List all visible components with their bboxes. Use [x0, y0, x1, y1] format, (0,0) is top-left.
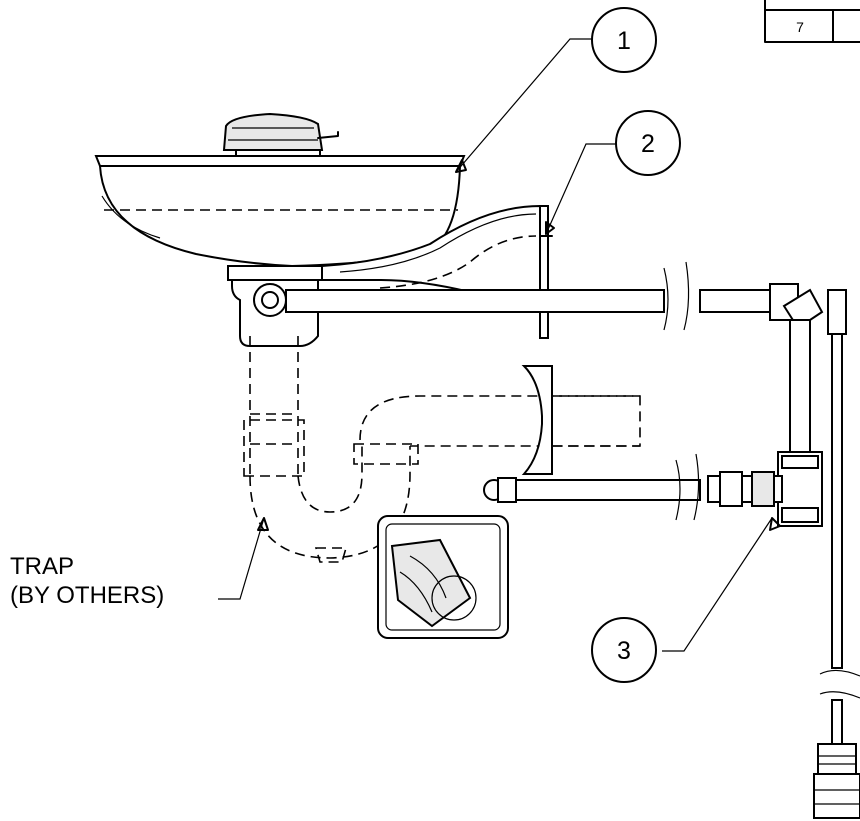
callout-2-number: 2: [641, 130, 655, 158]
trap-label: TRAP (BY OTHERS): [10, 553, 164, 609]
supply-pipe: [285, 261, 860, 819]
table-cell-text: 7: [796, 19, 804, 35]
callout-1: 1: [591, 7, 657, 73]
wall-bracket: [321, 204, 553, 339]
emergency-eyewash-sign: [377, 515, 509, 639]
parts-table-fragment: 7: [764, 0, 860, 43]
valve-assembly: [483, 451, 823, 527]
trap-label-line2: (BY OTHERS): [10, 582, 164, 609]
trap-label-line1: TRAP: [10, 553, 74, 580]
callout-3: 3: [591, 617, 657, 683]
callout-3-number: 3: [617, 637, 631, 665]
trap-by-others: [243, 336, 641, 563]
leader-lines: [218, 38, 781, 652]
callout-1-number: 1: [617, 27, 631, 55]
callout-2: 2: [615, 110, 681, 176]
